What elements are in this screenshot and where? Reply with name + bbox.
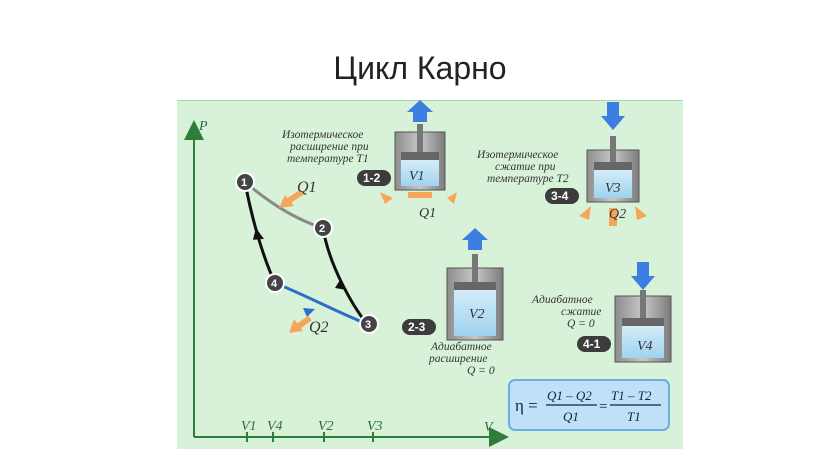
q1-label: Q1 xyxy=(297,179,317,196)
efficiency-formula: η = Q1 – Q2 Q1 = T1 – T2 T1 xyxy=(508,379,670,431)
process-3-4-line3: температуре T2 xyxy=(487,173,569,185)
process-4-1: Адиабатное сжатие Q = 0 4-1 V4 xyxy=(531,262,672,363)
state-2: 2 xyxy=(313,218,333,238)
process-2-3-volume: V2 xyxy=(469,307,485,322)
process-2-3-line3: Q = 0 xyxy=(467,365,495,377)
svg-text:2: 2 xyxy=(319,223,325,235)
process-2-3-line1: Адиабатное xyxy=(430,341,492,353)
q1-heat-arrow xyxy=(285,189,304,205)
carnot-cycle-diagram: P V V1 V4 V2 V3 1 2 3 4 Q1 Q2 Изотермиче… xyxy=(184,100,672,447)
formula-eta: η = xyxy=(515,396,538,415)
formula-num1: Q1 – Q2 xyxy=(547,388,592,403)
formula-num2: T1 – T2 xyxy=(611,388,652,403)
process-1-2-volume: V1 xyxy=(409,169,425,184)
arrow-2-3 xyxy=(335,280,347,290)
process-1-2-line2: расширение при xyxy=(289,141,369,153)
formula-eq: = xyxy=(599,399,607,415)
process-2-3: 2-3 V2 Адиабатное расширение Q = 0 xyxy=(402,228,504,377)
state-3: 3 xyxy=(359,314,379,334)
state-4: 4 xyxy=(265,273,285,293)
tick-v1: V1 xyxy=(241,419,257,434)
q2-label: Q2 xyxy=(309,319,329,336)
piston-down-arrow xyxy=(601,102,625,130)
formula-den1: Q1 xyxy=(563,409,579,424)
process-1-2-line3: температуре T1 xyxy=(287,153,369,165)
piston-up-arrow xyxy=(407,100,433,122)
slide-title: Цикл Карно xyxy=(333,50,507,86)
process-4-1-step: 4-1 xyxy=(583,337,601,351)
process-3-4-volume: V3 xyxy=(605,181,621,196)
process-1-2-heat: Q1 xyxy=(419,206,436,221)
process-4-1-line3: Q = 0 xyxy=(567,318,595,330)
tick-v3: V3 xyxy=(367,419,383,434)
p-axis-label: P xyxy=(198,119,208,134)
process-4-1-line1: Адиабатное xyxy=(531,294,593,306)
process-1-2-step: 1-2 xyxy=(363,171,381,185)
process-4-1-line2: сжатие xyxy=(561,306,601,318)
process-3-4: Изотермическое сжатие при температуре T2… xyxy=(476,102,647,226)
process-3-4-line1: Изотермическое xyxy=(476,149,558,161)
process-4-1-volume: V4 xyxy=(637,339,653,354)
tick-v4: V4 xyxy=(267,419,283,434)
process-2-3-step: 2-3 xyxy=(408,320,426,334)
process-1-2-line1: Изотермическое xyxy=(281,129,363,141)
process-3-4-line2: сжатие при xyxy=(495,161,556,173)
state-1: 1 xyxy=(235,172,255,192)
arrow-4-1 xyxy=(252,228,264,240)
process-3-4-heat: Q2 xyxy=(609,207,626,222)
isotherm-3-4 xyxy=(274,281,368,326)
svg-text:3: 3 xyxy=(365,319,371,331)
arrow-3-4 xyxy=(303,308,315,317)
adiabat-4-1 xyxy=(243,181,277,284)
svg-text:4: 4 xyxy=(271,278,278,290)
process-2-3-line2: расширение xyxy=(428,353,487,365)
adiabat-2-3 xyxy=(321,227,369,325)
tick-v2: V2 xyxy=(318,419,334,434)
formula-den2: T1 xyxy=(627,409,641,424)
axes: P V xyxy=(184,119,509,447)
q2-heat-arrow xyxy=(297,315,312,329)
v-axis-label: V xyxy=(484,420,494,435)
process-3-4-step: 3-4 xyxy=(551,189,569,203)
svg-text:1: 1 xyxy=(241,177,247,189)
volume-ticks: V1 V4 V2 V3 xyxy=(241,419,383,442)
process-1-2: Изотермическое расширение при температур… xyxy=(281,100,457,221)
